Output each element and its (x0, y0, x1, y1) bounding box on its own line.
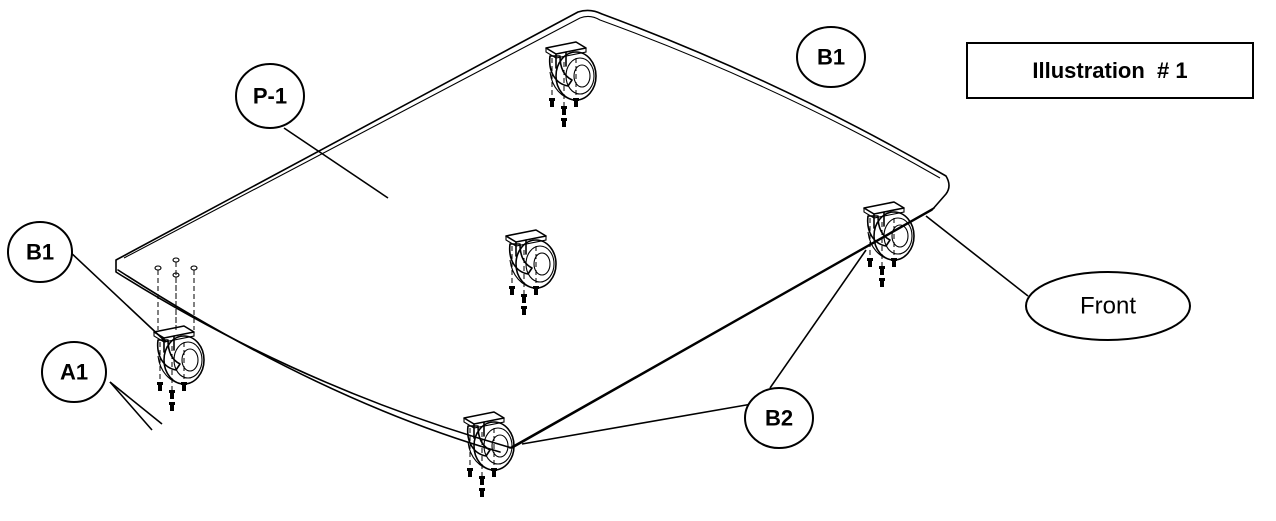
callout-p1: P-1 (235, 63, 305, 129)
callout-p1-label: P-1 (253, 84, 287, 109)
callout-b2: B2 (744, 387, 814, 449)
mounting-holes (154, 257, 198, 330)
callout-a1-label: A1 (60, 360, 88, 385)
callout-front: Front (1025, 271, 1191, 341)
caster-top (545, 41, 597, 128)
leader-lines (67, 127, 1029, 445)
callout-b1-left: B1 (7, 221, 73, 283)
callout-b1-top: B1 (796, 26, 866, 88)
caster-bottom (463, 411, 515, 498)
illustration-title-box: Illustration # 1 (966, 42, 1254, 99)
platform-board (115, 9, 950, 453)
callout-a1: A1 (41, 341, 107, 403)
callout-b1-top-label: B1 (817, 45, 845, 70)
callout-b2-label: B2 (765, 406, 793, 431)
illustration-title: Illustration # 1 (1032, 57, 1188, 83)
caster-right (863, 201, 915, 288)
callout-front-label: Front (1080, 293, 1136, 320)
callout-b1-left-label: B1 (26, 240, 54, 265)
caster-center (505, 229, 557, 316)
